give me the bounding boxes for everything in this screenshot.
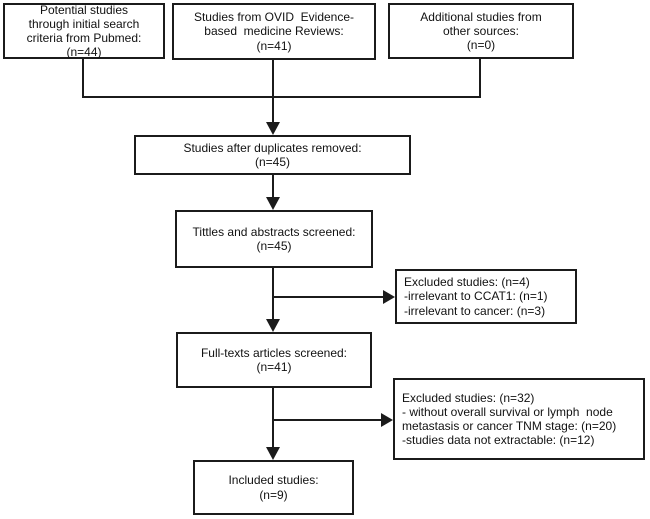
- arrowhead-down-icon: [266, 197, 280, 210]
- text-line: based medicine Reviews:: [204, 24, 344, 39]
- text-line: -studies data not extractable: (n=12): [402, 433, 595, 448]
- connector-merge-horizontal: [82, 96, 481, 98]
- text-line: (n=45): [256, 239, 292, 253]
- box-titles-abstracts-screened: Tittles and abstracts screened: (n=45): [175, 210, 373, 268]
- text-line: Tittles and abstracts screened:: [192, 224, 356, 239]
- connector-fulltext-to-included: [272, 387, 274, 448]
- connector-other-sources-down: [479, 59, 481, 97]
- arrowhead-right-icon: [383, 290, 395, 304]
- text-line: metastasis or cancer TNM stage: (n=20): [402, 419, 617, 433]
- text-line: Excluded studies: (n=32): [402, 390, 535, 405]
- text-line: Studies from OVID Evidence-: [193, 10, 355, 25]
- text-line: (n=41): [256, 360, 292, 374]
- text-line: Excluded studies: (n=4): [404, 275, 530, 290]
- box-other-sources: Additional studies from other sources: (…: [388, 3, 574, 59]
- connector-duplicates-to-titles: [272, 175, 274, 199]
- text-line: through initial search: [28, 16, 140, 31]
- text-line: - without overall survival or lymph node: [402, 404, 613, 419]
- text-line: Potential studies: [39, 2, 129, 17]
- connector-ovid-down: [272, 60, 274, 123]
- box-pubmed-search: Potential studies through initial search…: [3, 3, 165, 59]
- arrowhead-right-icon: [381, 413, 393, 427]
- box-excluded-screening: Excluded studies: (n=4) -irrelevant to C…: [395, 269, 577, 324]
- arrowhead-down-icon: [266, 447, 280, 460]
- box-included-studies: Included studies: (n=9): [193, 460, 354, 515]
- text-line: (n=45): [254, 155, 291, 169]
- arrowhead-down-icon: [266, 319, 280, 332]
- connector-branch-excluded-screening: [272, 296, 385, 298]
- text-line: (n=0): [466, 38, 496, 53]
- text-line: Included studies:: [228, 473, 319, 488]
- box-duplicates-removed: Studies after duplicates removed: (n=45): [134, 135, 411, 175]
- text-line: other sources:: [442, 23, 520, 38]
- text-line: Full-texts articles screened:: [200, 345, 348, 360]
- box-ovid-reviews: Studies from OVID Evidence- based medici…: [172, 3, 376, 60]
- arrowhead-down-icon: [266, 122, 280, 135]
- text-line: criteria from Pubmed:: [26, 31, 142, 45]
- connector-branch-excluded-fulltext: [272, 419, 383, 421]
- text-line: Additional studies from: [420, 9, 542, 24]
- connector-titles-to-fulltext: [272, 268, 274, 321]
- connector-pubmed-down: [82, 59, 84, 97]
- box-fulltext-screened: Full-texts articles screened: (n=41): [176, 332, 372, 388]
- text-line: (n=9): [259, 487, 288, 502]
- text-line: (n=44): [66, 45, 102, 60]
- text-line: Studies after duplicates removed:: [183, 140, 362, 155]
- box-excluded-fulltext: Excluded studies: (n=32) - without overa…: [393, 378, 645, 460]
- text-line: (n=41): [256, 38, 292, 53]
- text-line: -irrelevant to cancer: (n=3): [404, 303, 546, 318]
- text-line: -irrelevant to CCAT1: (n=1): [404, 289, 548, 304]
